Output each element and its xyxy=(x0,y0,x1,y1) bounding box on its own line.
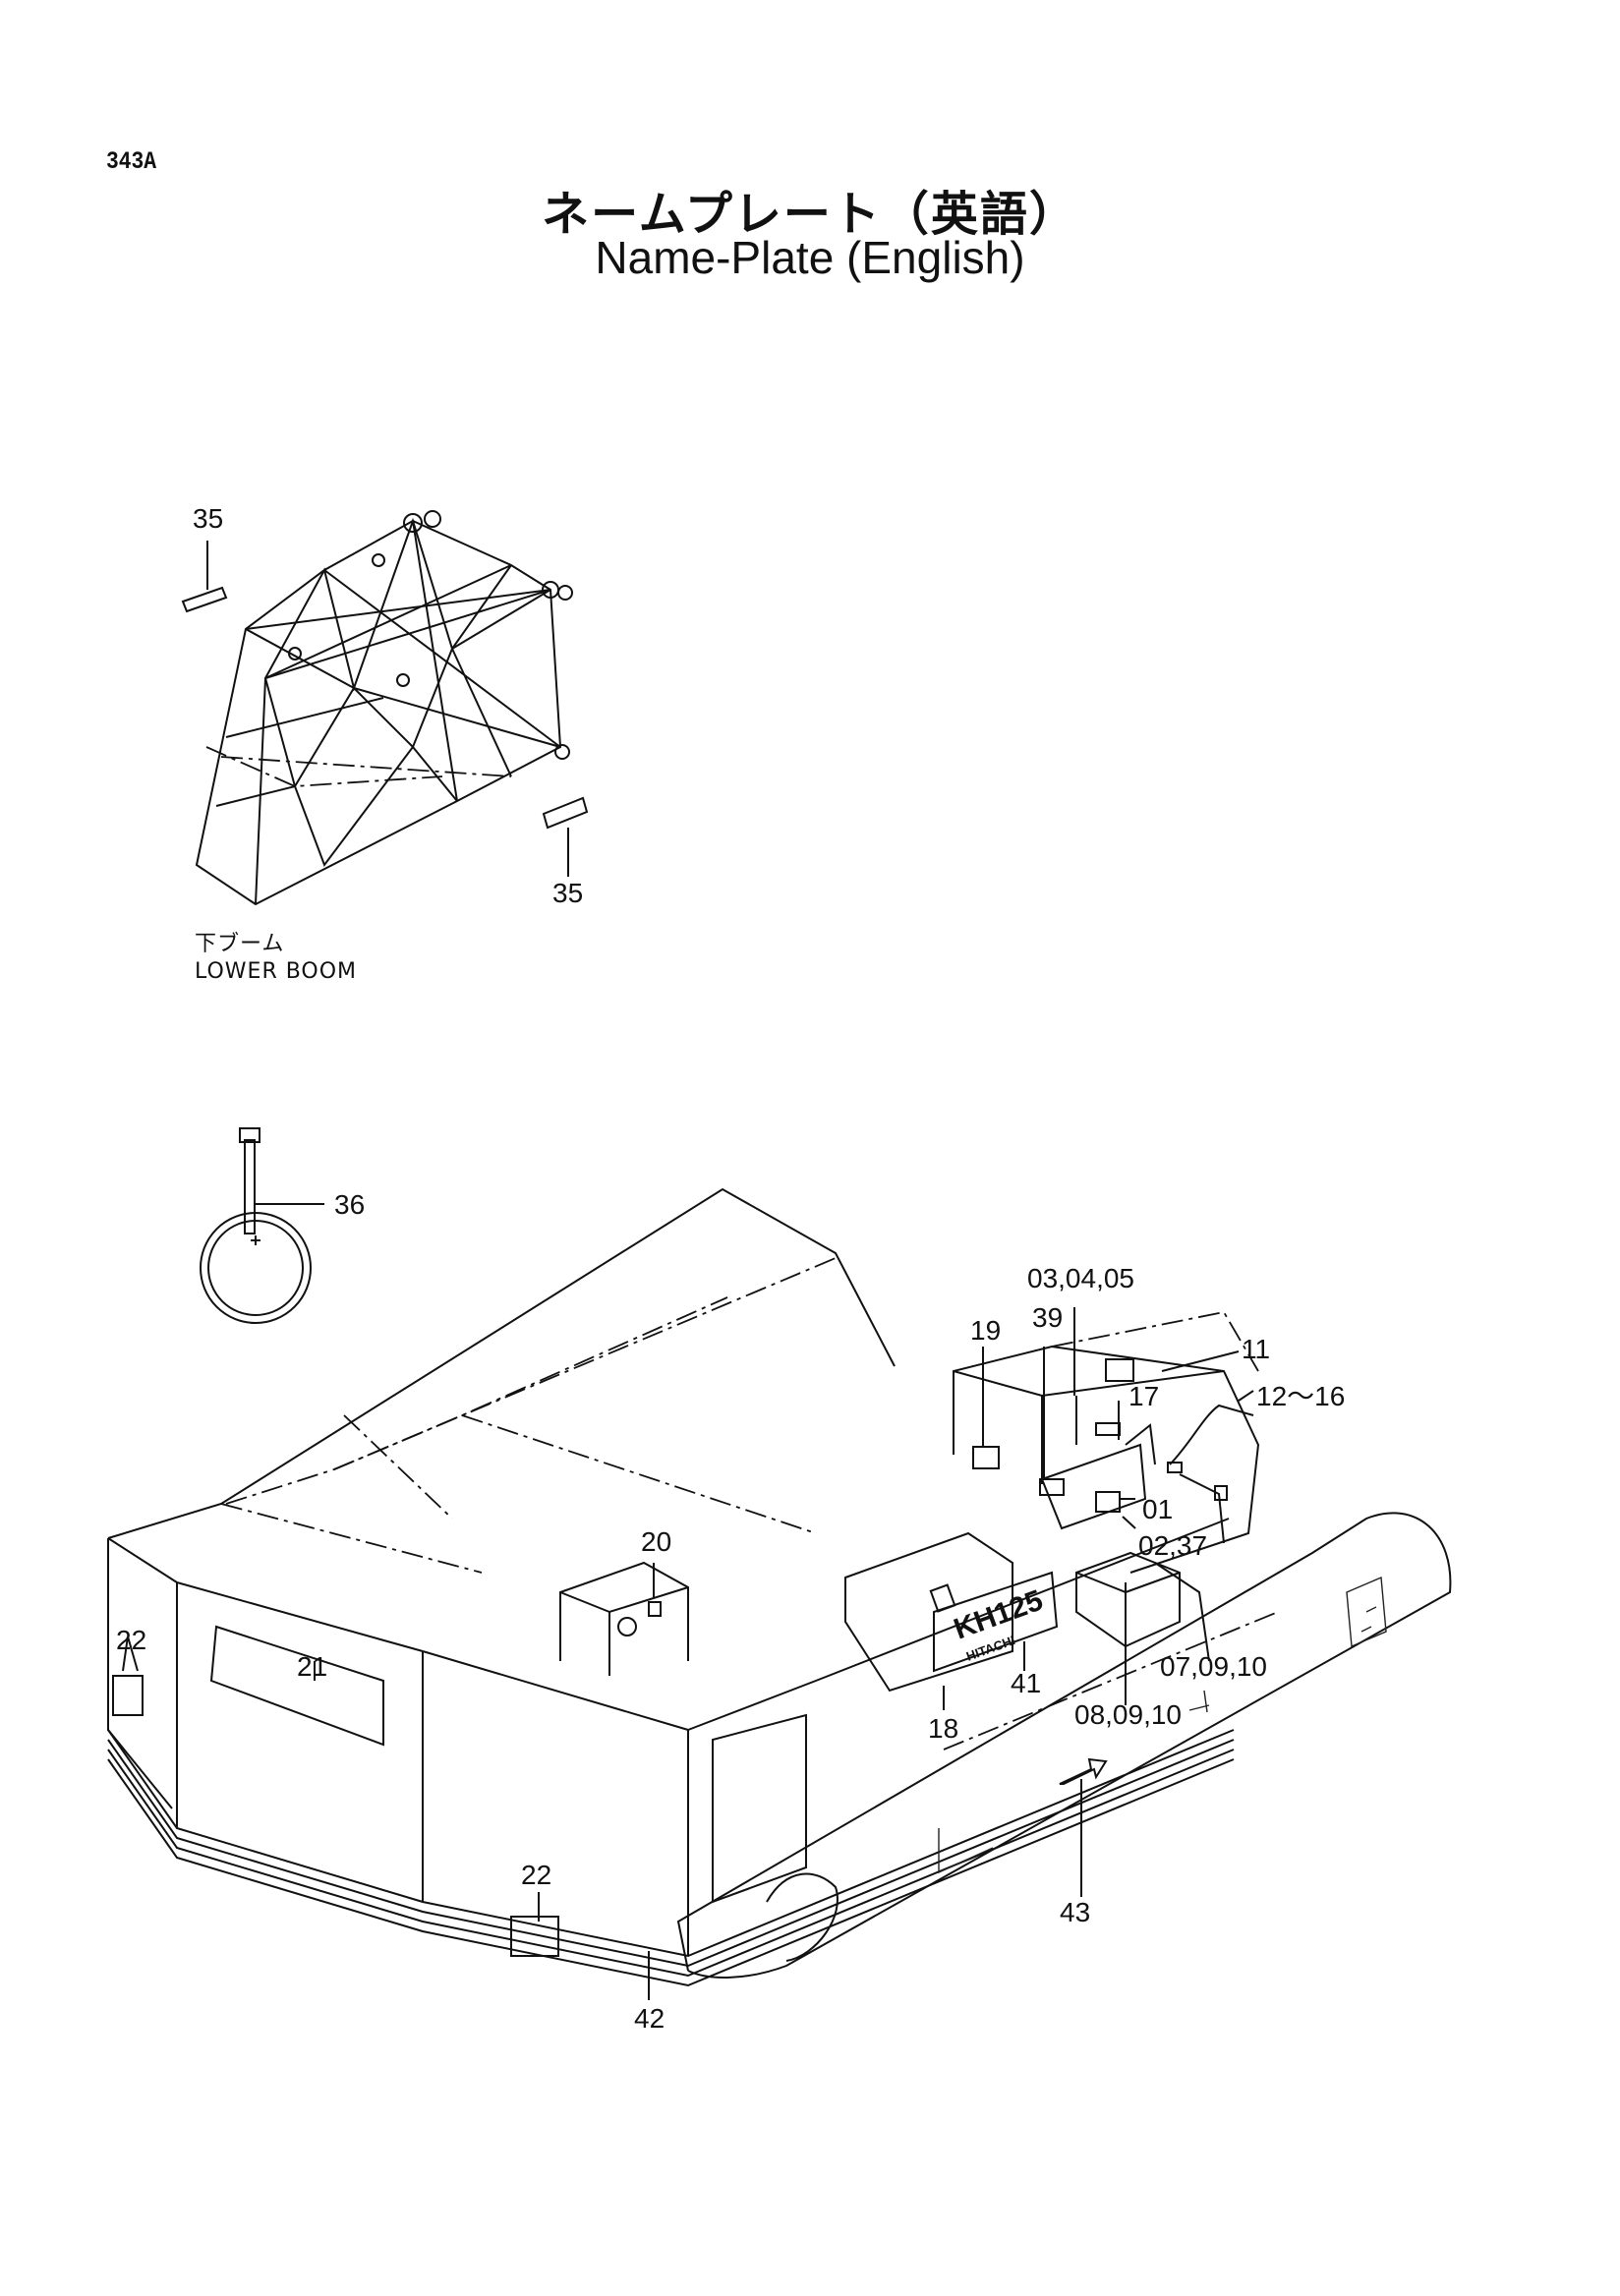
callout-41: 41 xyxy=(1011,1668,1041,1698)
callout-39: 39 xyxy=(1032,1302,1063,1333)
callout-11: 11 xyxy=(1242,1334,1270,1364)
callout-43: 43 xyxy=(1060,1897,1090,1927)
callout-07-09-10: 07,09,10 xyxy=(1160,1651,1267,1682)
callout-19: 19 xyxy=(970,1315,1001,1346)
callout-01: 01 xyxy=(1142,1494,1173,1524)
callout-42: 42 xyxy=(634,2003,665,2034)
callout-03-04-05: 03,04,05 xyxy=(1027,1263,1134,1293)
clamp-ring-drawing xyxy=(200,1127,324,1324)
callout-35-top: 35 xyxy=(193,503,223,534)
caption-lower-boom-ja: 下ブーム xyxy=(195,932,285,956)
lower-boom-drawing xyxy=(181,510,589,906)
callout-22-left: 22 xyxy=(116,1625,146,1655)
callout-17: 17 xyxy=(1128,1381,1159,1411)
callout-12-16: 12～16 xyxy=(1256,1381,1345,1411)
callout-21: 21 xyxy=(297,1651,327,1682)
callout-02-37: 02,37 xyxy=(1138,1530,1207,1561)
caption-lower-boom-en: LOWER BOOM xyxy=(195,959,358,984)
callout-35-bottom: 35 xyxy=(552,878,583,908)
callout-22-bottom: 22 xyxy=(521,1860,551,1890)
callout-20: 20 xyxy=(641,1526,671,1557)
callout-08-09-10: 08,09,10 xyxy=(1074,1699,1182,1730)
callout-18: 18 xyxy=(928,1713,958,1744)
callout-36: 36 xyxy=(334,1189,365,1220)
title-english: Name-Plate (English) xyxy=(595,232,1025,283)
title-japanese: ネームプレート（英語） xyxy=(542,187,1078,242)
page-code: 343A xyxy=(106,147,157,176)
crane-machine-drawing: KH125 HITACHI xyxy=(107,1187,1452,2000)
